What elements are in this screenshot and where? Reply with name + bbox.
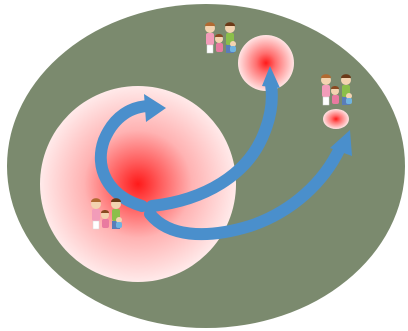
large-hotspot [40, 86, 236, 282]
family-group-icon [91, 198, 122, 230]
loop-arrow [94, 94, 166, 212]
spread-arrow-small [144, 130, 352, 241]
medium-hotspot [238, 35, 294, 91]
family-group-icon [205, 22, 236, 54]
spread-arrow-medium [146, 66, 280, 212]
small-hotspot [323, 109, 349, 129]
family-group-icon [321, 74, 352, 106]
